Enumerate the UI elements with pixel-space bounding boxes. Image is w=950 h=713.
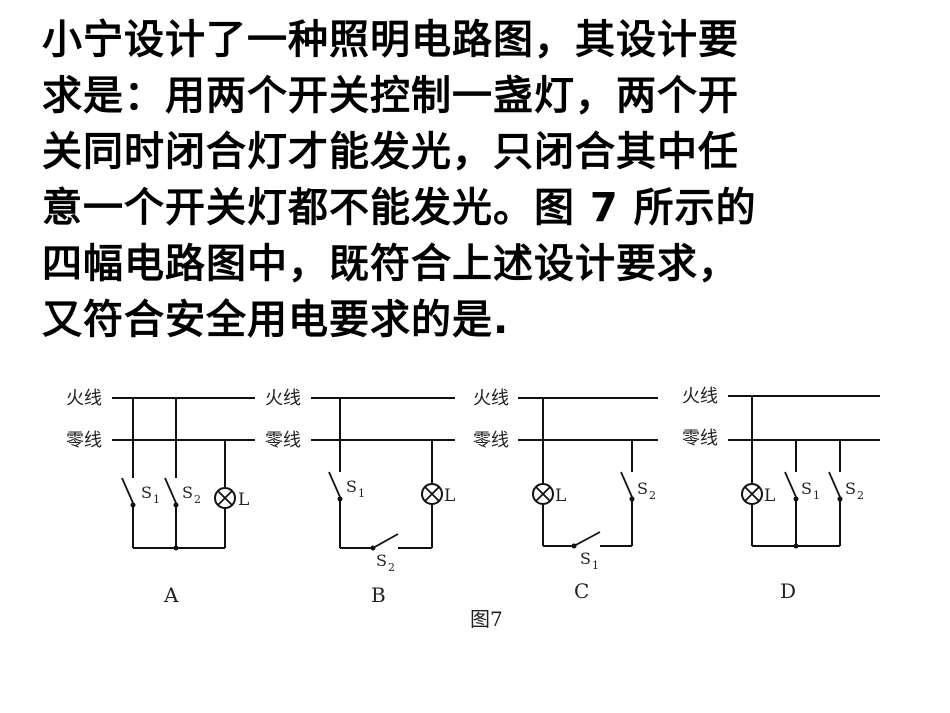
live-label: 火线: [473, 388, 509, 409]
switch-s1-label: S: [801, 479, 812, 498]
switch-s2: [828, 471, 841, 498]
neutral-label: 零线: [682, 428, 718, 449]
lamp-label: L: [555, 486, 566, 506]
switch-s2-label: S: [845, 479, 856, 498]
switch-s2-label: S: [376, 551, 387, 570]
switch-s1-label: S: [141, 483, 152, 502]
question-line-5: 四幅电路图中，既符合上述设计要求，: [42, 241, 739, 287]
switch-s1-sub: 1: [153, 493, 160, 506]
switch-s1: [328, 471, 341, 498]
switch-s2-sub: 2: [194, 493, 201, 506]
switch-contact: [571, 543, 577, 549]
figure-caption: 图7: [470, 607, 503, 631]
switch-s1-label: S: [346, 477, 357, 496]
question-line-2: 求是：用两个开关控制一盏灯，两个开: [42, 73, 739, 119]
switch-contact: [837, 496, 843, 502]
switch-contact: [370, 545, 376, 551]
question-text: 小宁设计了一种照明电路图，其设计要 求是：用两个开关控制一盏灯，两个开 关同时闭…: [42, 12, 862, 348]
neutral-label: 零线: [265, 430, 301, 451]
switch-s1: [573, 531, 601, 547]
lamp-label: L: [444, 486, 455, 506]
circuit-b: 火线 零线 S 1 S 2 L B: [265, 388, 455, 607]
switch-s1-label: S: [580, 549, 591, 568]
lamp-cross: [424, 486, 440, 502]
switch-s1-sub: 1: [592, 559, 599, 572]
circuit-d: 火线 零线 L S 1 S 2: [682, 386, 880, 603]
switch-s2-sub: 2: [649, 489, 656, 502]
switch-contact: [337, 496, 343, 502]
circuit-figure: 火线 零线 S 1 S 2 L: [66, 386, 880, 631]
live-label: 火线: [265, 388, 301, 409]
switch-s2: [164, 477, 177, 504]
lamp-label: L: [764, 486, 775, 506]
question-line-3: 关同时闭合灯才能发光，只闭合其中任: [42, 129, 739, 175]
question-line-6: 又符合安全用电要求的是.: [42, 297, 510, 343]
lamp-label: L: [238, 490, 249, 510]
live-label: 火线: [66, 388, 102, 409]
option-label-b: B: [371, 583, 386, 607]
switch-contact: [130, 502, 136, 508]
switch-s1: [784, 471, 797, 498]
neutral-label: 零线: [473, 430, 509, 451]
option-label-d: D: [780, 579, 796, 603]
circuit-a: 火线 零线 S 1 S 2 L: [66, 388, 255, 607]
switch-s1-sub: 1: [813, 489, 820, 502]
option-label-a: A: [163, 583, 179, 607]
switch-s1: [121, 477, 134, 504]
switch-contact: [793, 496, 799, 502]
switch-s2: [620, 471, 633, 498]
lamp-cross: [744, 486, 760, 502]
switch-s2-label: S: [637, 479, 648, 498]
option-label-c: C: [574, 579, 589, 603]
junction-dot: [173, 545, 179, 551]
lamp-cross: [535, 486, 551, 502]
circuit-c: 火线 零线 L S 1 S 2 C: [473, 388, 658, 603]
lamp-cross: [217, 490, 233, 506]
question-line-1: 小宁设计了一种照明电路图，其设计要: [42, 17, 739, 63]
neutral-label: 零线: [66, 430, 102, 451]
question-line-4: 意一个开关灯都不能发光。图 7 所示的: [42, 185, 757, 231]
switch-s2-label: S: [182, 483, 193, 502]
live-label: 火线: [682, 386, 718, 407]
switch-s1-sub: 1: [358, 487, 365, 500]
switch-s2-sub: 2: [857, 489, 864, 502]
switch-s2: [372, 533, 399, 549]
switch-contact: [173, 502, 179, 508]
switch-s2-sub: 2: [388, 561, 395, 574]
junction-dot: [793, 543, 799, 549]
switch-contact: [629, 496, 635, 502]
